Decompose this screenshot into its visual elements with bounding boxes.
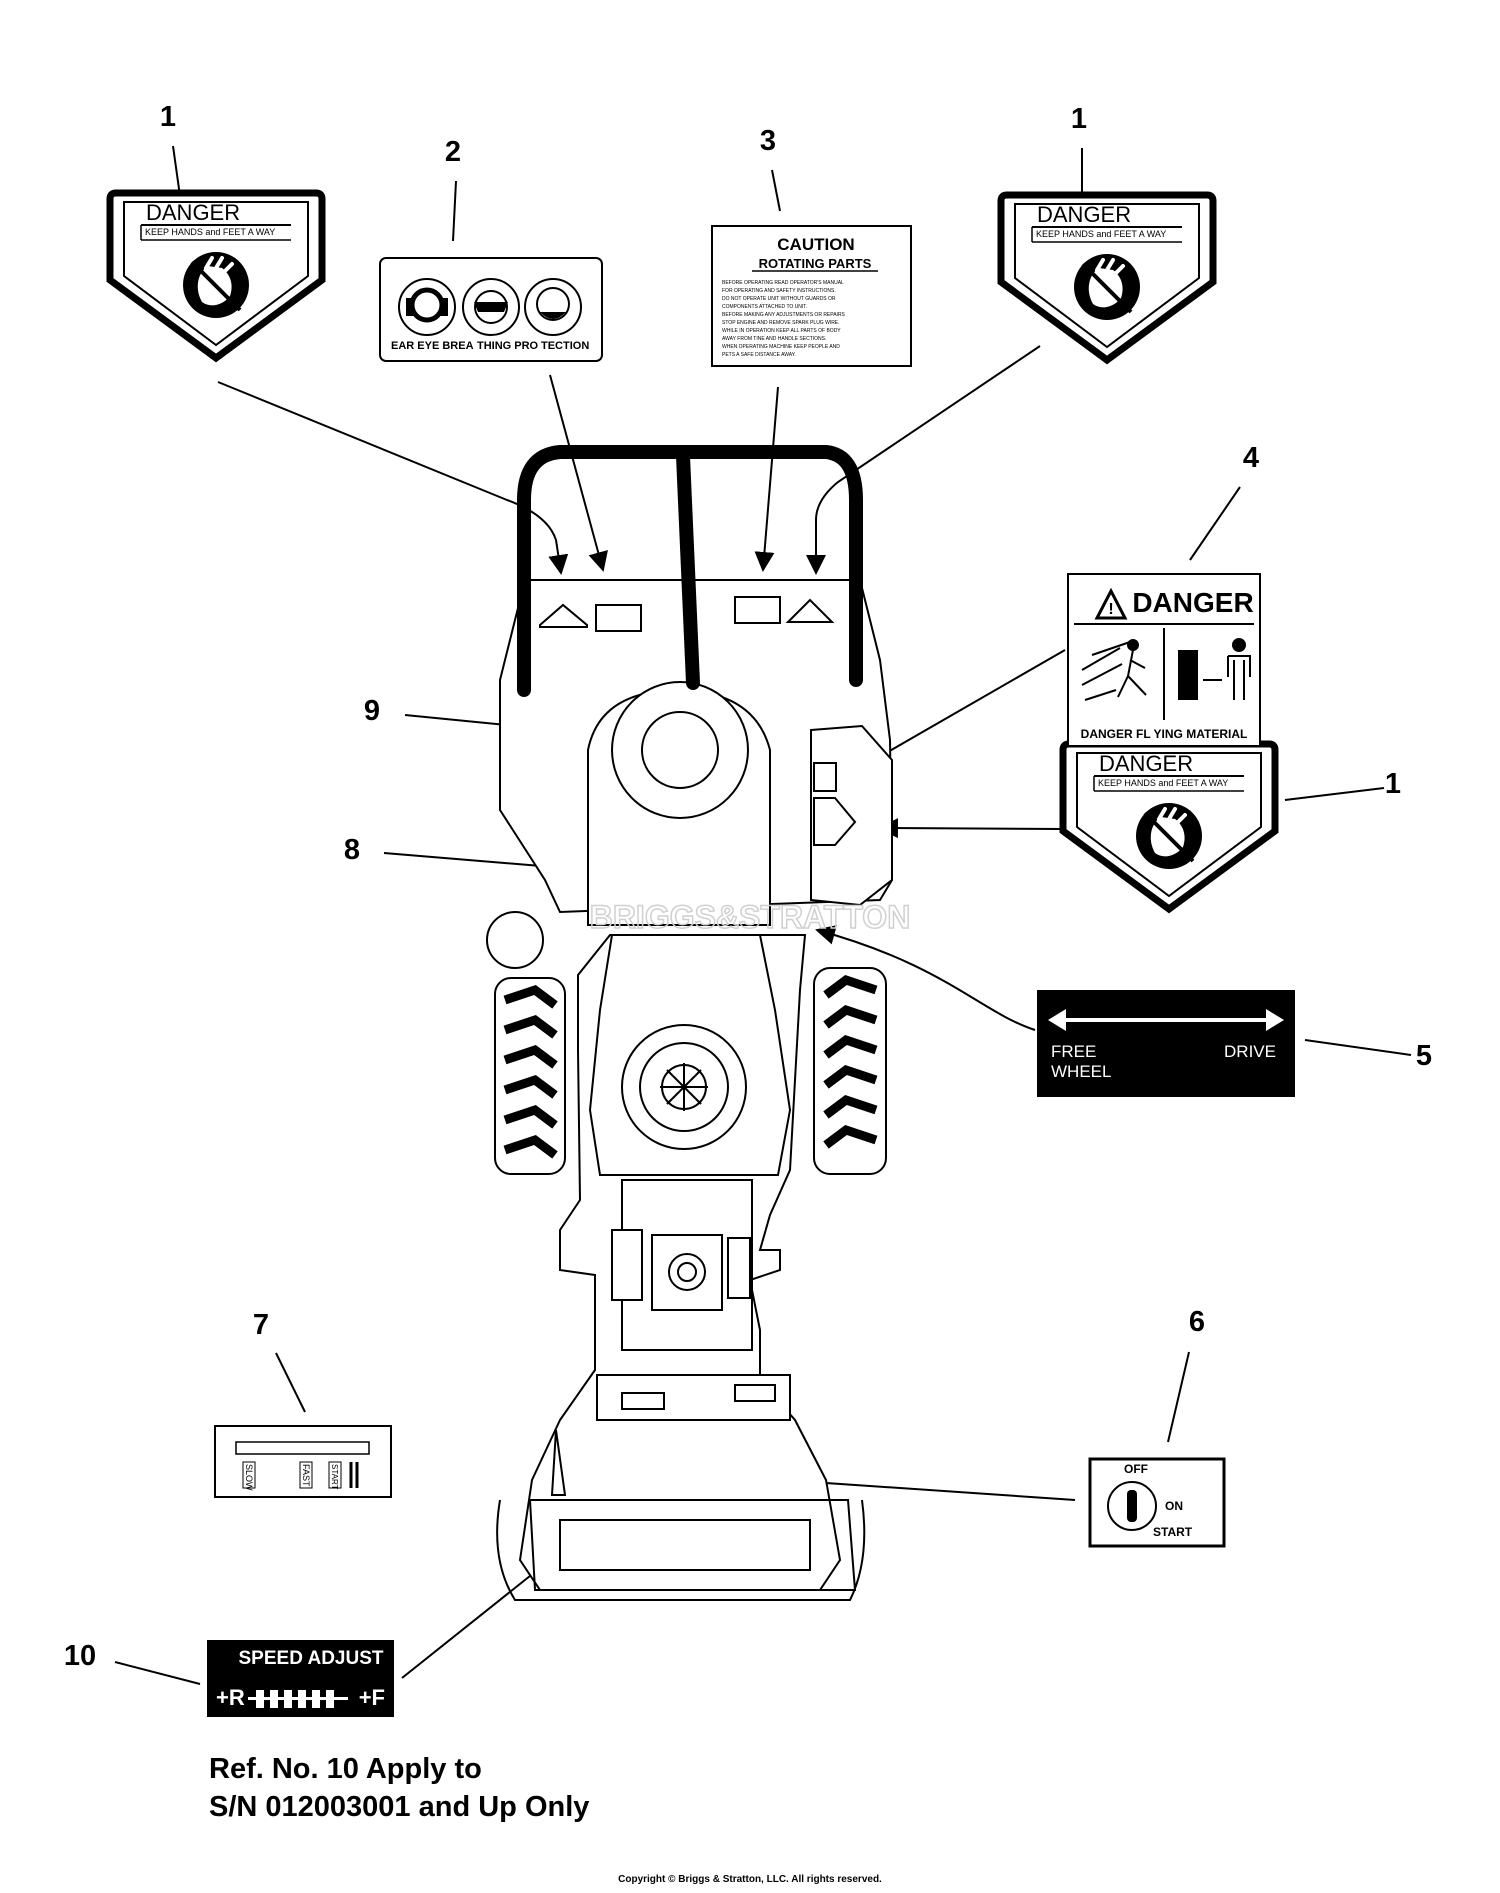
svg-text:OFF: OFF [1124, 1462, 1148, 1476]
svg-text:DANGER: DANGER [1099, 751, 1193, 776]
decal-throttle: SLOW FAST START [214, 1425, 392, 1498]
svg-text:SLOW: SLOW [244, 1464, 254, 1491]
callout-1-left: 1 [160, 101, 176, 133]
svg-text:!: ! [1108, 601, 1113, 618]
callout-6: 6 [1189, 1306, 1205, 1338]
svg-text:DO NOT OPERATE UNIT WITHOUT GU: DO NOT OPERATE UNIT WITHOUT GUARDS OR [722, 296, 836, 302]
callout-1-right: 1 [1071, 103, 1087, 135]
speed-scale-icon [248, 1690, 348, 1708]
svg-text:COMPONENTS ATTACHED TO UNIT.: COMPONENTS ATTACHED TO UNIT. [722, 304, 807, 310]
decal-danger-keep-hands-right: DANGER KEEP HANDS and FEET A WAY [1001, 195, 1213, 360]
callout-5: 5 [1416, 1040, 1432, 1072]
callout-7: 7 [253, 1309, 269, 1341]
svg-text:WHEN OPERATING MACHINE KEEP PE: WHEN OPERATING MACHINE KEEP PEOPLE AND [722, 344, 840, 350]
bystander-icon [1227, 638, 1251, 700]
reference-note-line-1: Ref. No. 10 Apply to [209, 1753, 482, 1785]
ear-protection-icon [398, 278, 456, 336]
reference-note: Ref. No. 10 Apply to S/N 012003001 and U… [209, 1750, 589, 1826]
svg-text:THING PRO: THING PRO [477, 340, 539, 352]
svg-text:ROTATING PARTS: ROTATING PARTS [759, 256, 872, 271]
svg-text:AWAY FROM TINE AND HANDLE SECT: AWAY FROM TINE AND HANDLE SECTIONS. [722, 336, 826, 342]
decal-location-markers [539, 596, 857, 846]
decal-danger-flying-material: ! DANGER DANGER FL YING MATERIAL [1067, 573, 1261, 747]
svg-text:START: START [330, 1464, 339, 1490]
decal-speed-adjust: SPEED ADJUST +R +F [207, 1640, 394, 1717]
callout-1-side: 1 [1385, 768, 1401, 800]
callout-4: 4 [1243, 442, 1259, 474]
reference-note-line-2: S/N 012003001 and Up Only [209, 1791, 590, 1823]
svg-text:DRIVE: DRIVE [1224, 1042, 1276, 1061]
callout-2: 2 [445, 136, 461, 168]
decal-danger-keep-hands-side: DANGER KEEP HANDS and FEET A WAY [1063, 744, 1275, 909]
svg-text:DANGER: DANGER [146, 200, 240, 225]
svg-text:BEFORE OPERATING READ OPERATOR: BEFORE OPERATING READ OPERATOR'S MANUAL [722, 280, 844, 286]
decal-caution: CAUTION ROTATING PARTS BEFORE OPERATING … [711, 225, 912, 367]
svg-text:PETS A SAFE DISTANCE AWAY.: PETS A SAFE DISTANCE AWAY. [722, 352, 796, 358]
handlebar [517, 445, 863, 697]
right-wheel [813, 967, 887, 1175]
svg-text:EAR EYE BREA: EAR EYE BREA [391, 340, 474, 352]
callout-9: 9 [364, 695, 380, 727]
warning-triangle-icon: ! [1094, 587, 1128, 620]
svg-text:FREE: FREE [1051, 1042, 1096, 1061]
svg-text:KEEP HANDS and FEET A WAY: KEEP HANDS and FEET A WAY [1036, 229, 1166, 239]
svg-text:WHEEL: WHEEL [1051, 1062, 1111, 1081]
watermark: BRIGGS&STRATTON [590, 899, 911, 935]
svg-text:+R: +R [216, 1685, 245, 1710]
decal-ppe: EAR EYE BREA THING PRO TECTION [379, 257, 603, 362]
callout-10: 10 [64, 1640, 96, 1672]
svg-text:+F: +F [359, 1685, 385, 1710]
callout-3: 3 [760, 125, 776, 157]
tiller-body [486, 579, 894, 1601]
svg-text:DANGER: DANGER [1037, 202, 1131, 227]
shield-bar-icon [1178, 650, 1198, 700]
svg-text:BEFORE MAKING ANY ADJUSTMENTS: BEFORE MAKING ANY ADJUSTMENTS OR REPAIRS [722, 312, 846, 318]
breathing-protection-icon [524, 278, 582, 336]
svg-text:KEEP HANDS and FEET A WAY: KEEP HANDS and FEET A WAY [145, 227, 275, 237]
svg-text:CAUTION: CAUTION [777, 235, 854, 254]
svg-text:DANGER FL YING MATERIAL: DANGER FL YING MATERIAL [1081, 727, 1248, 741]
decal-ignition: OFF ON START [1088, 1457, 1226, 1548]
svg-text:WHILE IN OPERATION KEEP ALL PA: WHILE IN OPERATION KEEP ALL PARTS OF BOD… [722, 328, 841, 334]
svg-text:STOP ENGINE AND REMOVE SPARK P: STOP ENGINE AND REMOVE SPARK PLUG WIRE. [722, 320, 840, 326]
thrown-object-icon [1081, 639, 1147, 701]
decal-freewheel-drive: FREE WHEEL DRIVE [1037, 990, 1295, 1097]
left-wheel [494, 977, 566, 1175]
eye-protection-icon [462, 278, 520, 336]
svg-text:START: START [1153, 1525, 1193, 1539]
svg-text:TECTION: TECTION [541, 340, 589, 352]
svg-text:KEEP HANDS and FEET A WAY: KEEP HANDS and FEET A WAY [1098, 778, 1228, 788]
copyright: Copyright © Briggs & Stratton, LLC. All … [618, 1874, 882, 1885]
callout-8: 8 [344, 834, 360, 866]
svg-text:DANGER: DANGER [1132, 587, 1253, 618]
decal-danger-keep-hands-left: DANGER KEEP HANDS and FEET A WAY [110, 193, 322, 358]
svg-text:FAST: FAST [301, 1464, 311, 1487]
svg-text:FOR OPERATING AND SAFETY INSTR: FOR OPERATING AND SAFETY INSTRUCTIONS. [722, 288, 836, 294]
center-bar [676, 449, 700, 690]
svg-text:SPEED ADJUST: SPEED ADJUST [239, 1648, 384, 1669]
svg-text:ON: ON [1165, 1499, 1183, 1513]
